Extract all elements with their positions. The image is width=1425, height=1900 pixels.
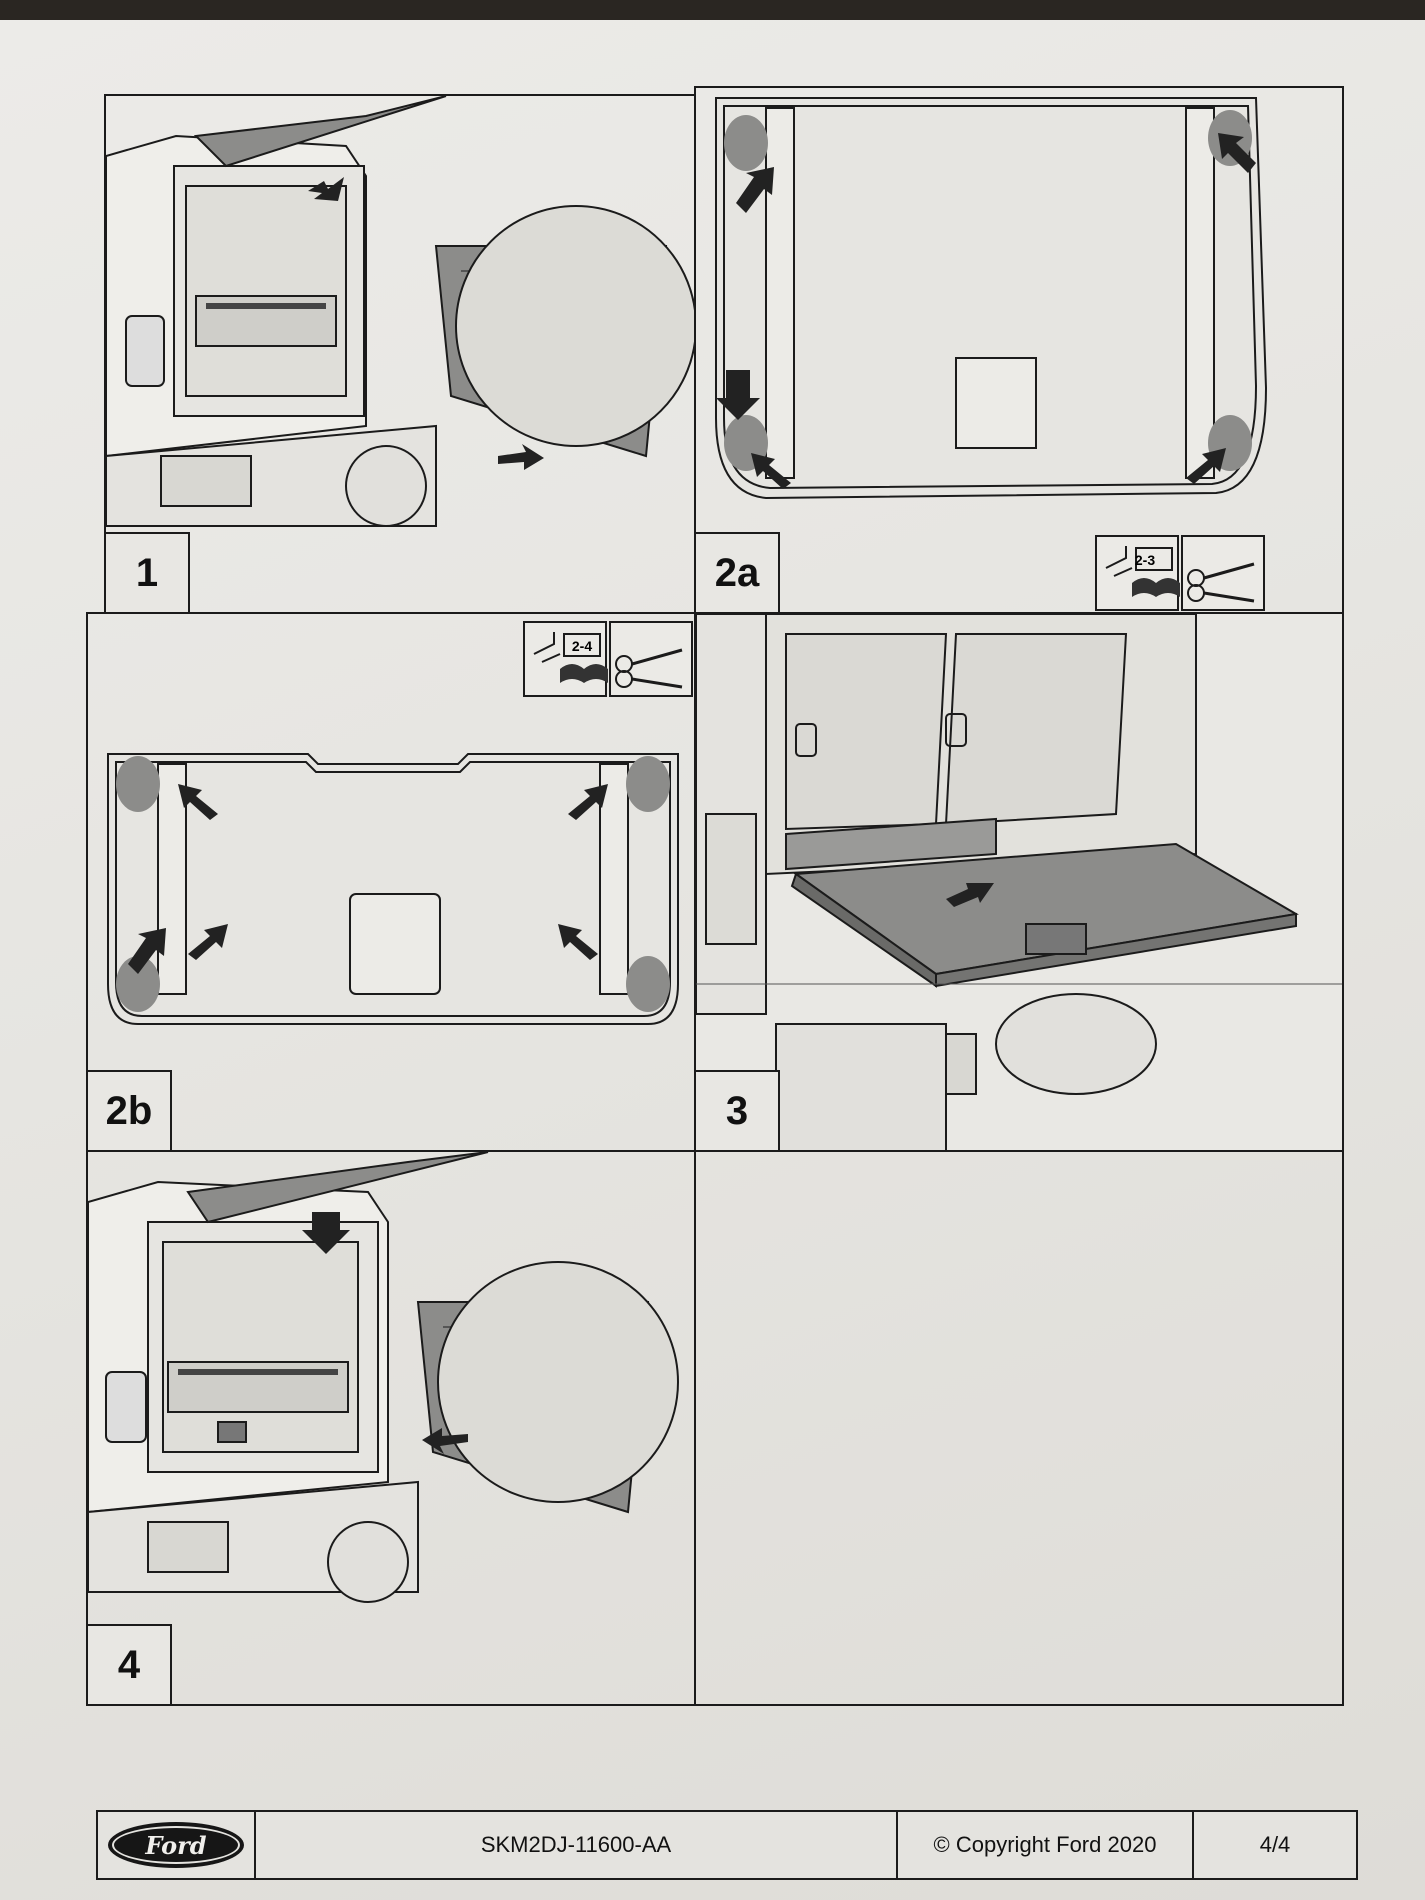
- instruction-grid: 1: [86, 72, 1344, 1706]
- ford-logo: Ford: [108, 1822, 244, 1868]
- step-2a-illustration: 2-3: [715, 97, 1268, 611]
- step-2b-illustration: 2-4: [107, 621, 693, 1025]
- step-2a-panel: 2-3 2a: [694, 86, 1344, 614]
- step-2a-arrows: [716, 133, 1256, 489]
- tool-icon-2a-badge: 2-3: [1135, 552, 1155, 568]
- empty-panel: [694, 1150, 1344, 1706]
- step-3-panel: 3: [694, 612, 1344, 1152]
- step-1-arrows: [308, 177, 544, 470]
- ford-logo-text: Ford: [145, 1830, 207, 1860]
- step-2a-number: 2a: [696, 532, 780, 612]
- document-footer: Ford SKM2DJ-11600-AA © Copyright Ford 20…: [96, 1810, 1358, 1880]
- step-3-illustration: [696, 614, 1342, 1150]
- step-1-illustration: [106, 96, 694, 527]
- step-4-arrows: [302, 1212, 468, 1454]
- step-4-illustration: [88, 1152, 679, 1603]
- step-2b-arrows: [128, 784, 608, 974]
- step-2b-number: 2b: [88, 1070, 172, 1150]
- step-3-number: 3: [696, 1070, 780, 1150]
- step-1-panel: 1: [104, 94, 696, 614]
- step-2b-panel: 2-4: [86, 612, 696, 1152]
- tool-icon-2b-badge: 2-4: [572, 638, 592, 654]
- footer-logo-cell: Ford: [98, 1812, 256, 1878]
- step-4-number: 4: [88, 1624, 172, 1704]
- footer-copyright: © Copyright Ford 2020: [898, 1812, 1194, 1878]
- instruction-sheet: 1: [0, 20, 1425, 1900]
- footer-part-number: SKM2DJ-11600-AA: [256, 1812, 898, 1878]
- step-3-arrows: [946, 883, 994, 907]
- tool-icons-2a: [1095, 535, 1265, 611]
- tool-icons-2b: [523, 621, 693, 697]
- step-4-panel: 4: [86, 1150, 696, 1706]
- footer-page-number: 4/4: [1259, 1832, 1291, 1857]
- step-1-number: 1: [106, 532, 190, 612]
